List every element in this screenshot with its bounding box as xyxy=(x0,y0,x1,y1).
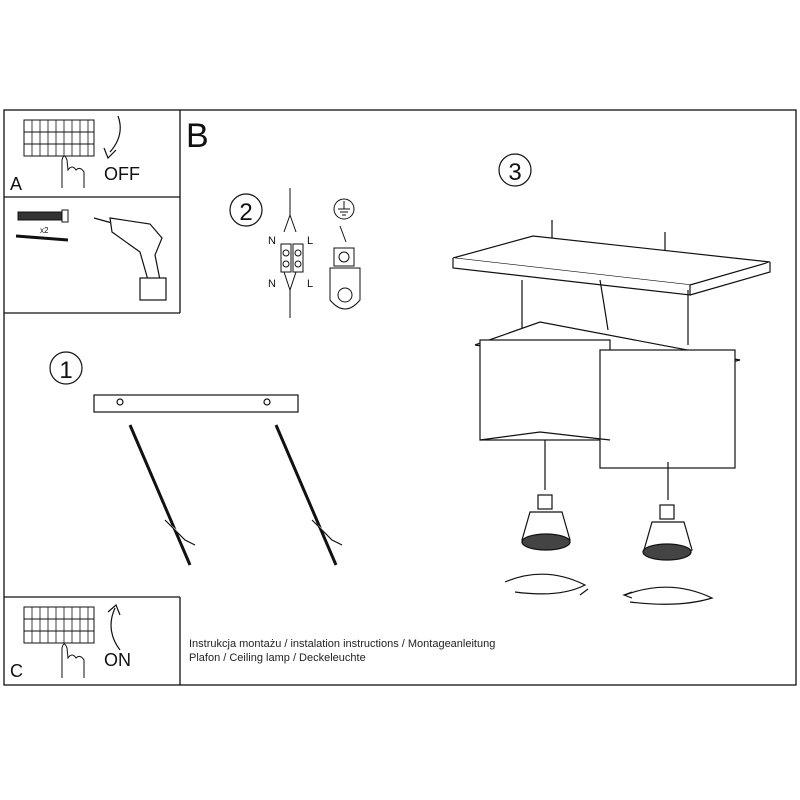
screw-icon xyxy=(15,234,69,242)
gu10-bulb-icon xyxy=(642,504,693,561)
ceiling-lamp-drawing xyxy=(452,220,771,500)
step-1-number: 1 xyxy=(59,357,72,384)
off-label: OFF xyxy=(104,164,140,184)
panel-a-label: A xyxy=(10,174,22,194)
panel-c-label: C xyxy=(10,661,23,681)
outer-frame xyxy=(3,109,797,686)
step-1-circle xyxy=(49,351,83,385)
instructions-title: Instrukcja montażu / instalation instruc… xyxy=(189,638,496,650)
step-3-number: 3 xyxy=(508,159,521,186)
product-type: Plafon / Ceiling lamp / Deckeleuchte xyxy=(189,652,366,664)
gu10-bulb-icon xyxy=(521,494,571,551)
quantity-label: x2 xyxy=(40,226,49,235)
mounting-bracket-drawing xyxy=(93,394,343,566)
on-label: ON xyxy=(104,650,131,670)
hand-icon xyxy=(61,155,85,188)
breaker-panel-icon xyxy=(23,119,95,157)
breaker-panel-icon xyxy=(23,606,95,644)
drill-icon xyxy=(93,217,167,301)
hand-icon xyxy=(61,643,85,678)
panel-b-label: B xyxy=(186,117,209,155)
rotate-arrow-icon xyxy=(504,573,589,596)
wire-l-top: L xyxy=(307,235,313,247)
wire-l-bottom: L xyxy=(307,278,313,290)
step-3-circle xyxy=(498,153,532,187)
wall-plug-icon xyxy=(17,209,69,223)
wire-n-top: N xyxy=(268,235,276,247)
arrow-down-icon xyxy=(103,115,121,160)
step-2-number: 2 xyxy=(239,199,252,226)
ground-terminal-icon xyxy=(329,198,361,310)
rotate-arrow-icon xyxy=(622,586,714,605)
wire-n-bottom: N xyxy=(268,278,276,290)
terminal-block-icon xyxy=(280,188,304,318)
step-2-circle xyxy=(229,193,263,227)
arrow-up-icon xyxy=(107,603,121,651)
